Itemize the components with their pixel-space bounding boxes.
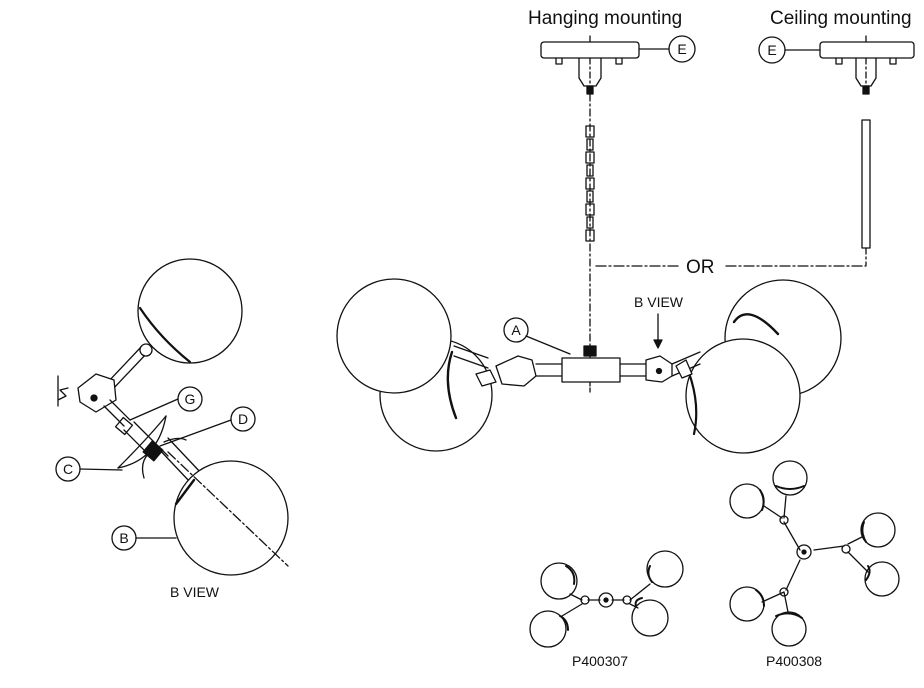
detail-caption: B VIEW: [170, 584, 220, 600]
detail-globe-bottom: [173, 460, 289, 576]
b-view-marker: B VIEW: [634, 294, 684, 310]
or-label: OR: [686, 257, 715, 278]
model-p400307: P400307: [529, 550, 684, 669]
model-code-1: P400307: [572, 653, 628, 669]
main-fixture: A B VIEW: [336, 278, 842, 454]
hanging-mount-title: Hanging mounting: [528, 8, 682, 29]
globe-left-front: [336, 278, 452, 394]
callout-g: G: [185, 391, 196, 407]
ceiling-mount: Ceiling mounting E OR: [595, 8, 915, 278]
ceiling-mount-title: Ceiling mounting: [770, 8, 912, 29]
model-code-2: P400308: [766, 653, 822, 669]
arm-left: [453, 345, 489, 369]
callout-b: B: [119, 530, 128, 546]
callout-c: C: [63, 461, 73, 477]
ceiling-canopy: [819, 41, 915, 59]
detail-view: G D C B B VIEW: [55, 258, 289, 600]
detail-globe-top: [137, 258, 243, 364]
callout-d: D: [238, 411, 248, 427]
globe-right-front: [685, 338, 801, 454]
detail-hub: [77, 373, 117, 413]
center-hub: [561, 357, 621, 383]
svg-text:A: A: [511, 322, 521, 338]
model-p400308: P400308: [729, 460, 900, 669]
svg-text:E: E: [767, 42, 776, 58]
hanging-canopy: [540, 41, 640, 59]
ceiling-rod: [861, 119, 871, 249]
hanging-mount: Hanging mounting E: [528, 8, 696, 351]
callout-a: [503, 317, 529, 343]
svg-text:E: E: [677, 41, 686, 57]
